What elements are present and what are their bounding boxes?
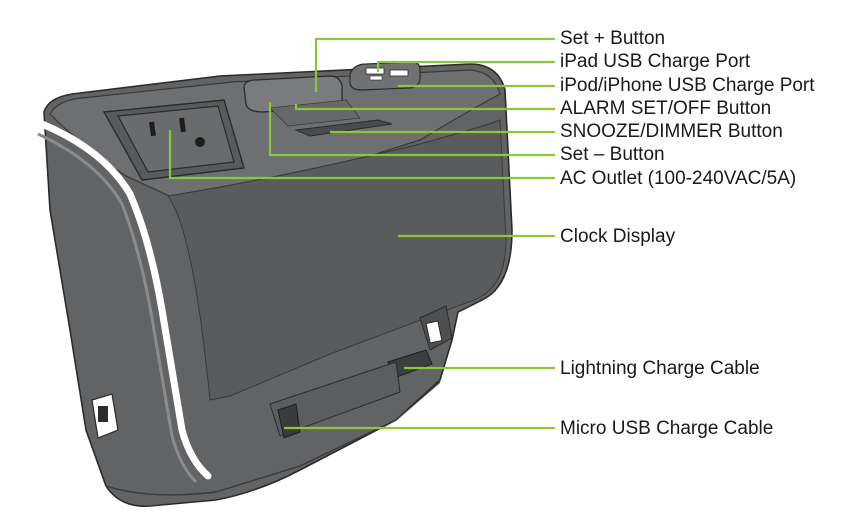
- snooze-button: [294, 119, 393, 137]
- label-lightning-cable: Lightning Charge Cable: [560, 358, 760, 379]
- device-stripe-shadow: [37, 132, 198, 484]
- device-base-edge: [105, 381, 441, 496]
- device-illustration: [37, 61, 513, 507]
- leader-set-minus: [268, 102, 555, 157]
- clock-display-face: [167, 119, 507, 401]
- device-white-stripe: [38, 120, 212, 480]
- usb-port-ipod: [389, 69, 409, 77]
- micro-usb-cable-tip: [277, 403, 301, 439]
- cable-channel: [269, 361, 401, 437]
- side-port-inner: [98, 406, 108, 422]
- ac-outlet-socket: [117, 105, 235, 173]
- label-set-plus-button: Set + Button: [560, 28, 666, 49]
- outlet-slot-left: [149, 121, 156, 137]
- leader-lines: [168, 37, 555, 430]
- usb-port-ipad: [365, 67, 385, 75]
- cable-clip: [425, 320, 443, 344]
- label-ac-outlet: AC Outlet (100-240VAC/5A): [560, 168, 797, 189]
- leader-set-plus: [314, 37, 555, 92]
- label-micro-usb-cable: Micro USB Charge Cable: [560, 418, 774, 439]
- outlet-slot-right: [179, 117, 186, 133]
- outlet-ground-hole: [195, 137, 205, 147]
- label-ipod-iphone-usb-port: iPod/iPhone USB Charge Port: [560, 75, 815, 96]
- alarm-button: [269, 99, 361, 127]
- label-snooze-button: SNOOZE/DIMMER Button: [560, 121, 783, 142]
- leader-alarm: [294, 104, 555, 111]
- leader-ac-outlet: [168, 130, 555, 180]
- label-alarm-button: ALARM SET/OFF Button: [560, 98, 772, 119]
- leader-ipad-usb: [376, 60, 555, 72]
- label-clock-display: Clock Display: [560, 226, 676, 247]
- label-set-minus-button: Set – Button: [560, 144, 665, 165]
- label-ipad-usb-port: iPad USB Charge Port: [560, 51, 751, 72]
- usb-port-detail: [369, 75, 383, 81]
